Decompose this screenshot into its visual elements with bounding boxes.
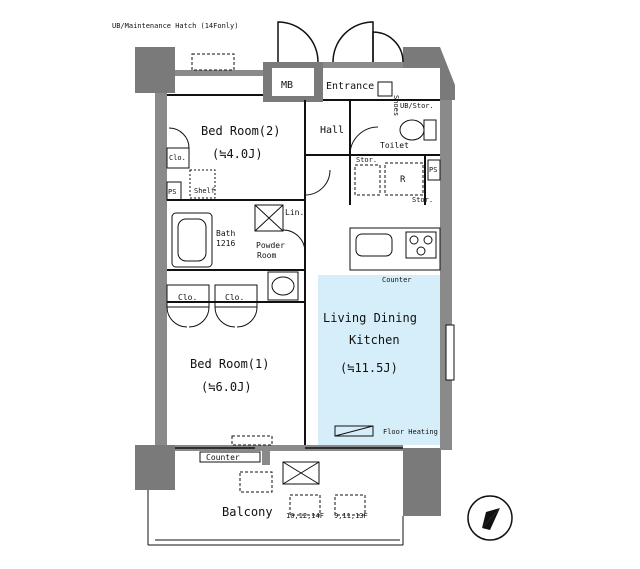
stove xyxy=(405,231,437,259)
window-bedroom2 xyxy=(191,53,235,71)
bedroom1-size: (≒6.0J) xyxy=(201,380,252,394)
stor-lower-label: Stor. xyxy=(412,196,433,204)
shelf-label: Shelf xyxy=(194,187,215,195)
unit-a-label: 10,12,14F xyxy=(286,512,324,520)
ps-left xyxy=(166,181,182,201)
column-top-left xyxy=(135,47,175,93)
toilet-fixture xyxy=(399,119,425,141)
bedroom2-size: (≒4.0J) xyxy=(212,147,263,161)
counter-kitchen-label: Counter xyxy=(382,276,412,284)
stor-upper-label: Stor. xyxy=(356,156,377,164)
column-bottom-left xyxy=(135,445,175,490)
compass xyxy=(467,495,513,541)
floor-heating-marker xyxy=(334,425,374,437)
toilet-label: Toilet xyxy=(380,141,409,150)
shoes-label: Shoes xyxy=(392,95,400,116)
closet-1-label: Clo. xyxy=(178,293,197,302)
mb-label: MB xyxy=(281,80,293,91)
bathtub xyxy=(171,212,213,268)
hall-label: Hall xyxy=(320,125,344,136)
ldk-line2: Kitchen xyxy=(349,333,400,347)
bath-label: Bath xyxy=(216,229,235,238)
balcony-label: Balcony xyxy=(222,505,273,519)
wall-bottom xyxy=(175,445,403,451)
lin-label: Lin. xyxy=(285,208,304,217)
interior-walls xyxy=(167,94,440,445)
bedroom1-name: Bed Room(1) xyxy=(190,357,269,371)
ub-stor-label: UB/Stor. xyxy=(400,102,434,110)
r-label: R xyxy=(400,175,406,185)
closet-2-label: Clo. xyxy=(225,293,244,302)
entrance-door-swings xyxy=(277,21,404,63)
balcony-outline xyxy=(147,490,404,546)
closet-1 xyxy=(166,284,210,308)
wall-left xyxy=(155,93,167,445)
hatch-a xyxy=(289,494,321,516)
ldk-size: (≒11.5J) xyxy=(340,361,398,375)
maintenance-label: UB/Maintenance Hatch (14Fonly) xyxy=(112,22,238,30)
floor-heating-label: Floor Heating xyxy=(383,428,438,436)
ps-right-label: PS xyxy=(429,166,437,174)
closet-bedroom2 xyxy=(166,147,190,169)
ldk-line1: Living Dining xyxy=(323,311,417,325)
wall-top xyxy=(175,70,263,76)
column-bottom-right xyxy=(403,448,441,516)
closet-left-label: Clo. xyxy=(169,154,186,162)
washer xyxy=(267,271,299,301)
unit-b-label: 9,11,13F xyxy=(334,512,368,520)
powder-label: Powder xyxy=(256,241,285,250)
ldk-floor-area xyxy=(318,275,440,445)
bath-size-label: 1216 xyxy=(216,239,235,248)
powder-sink xyxy=(254,204,284,232)
column-top-right xyxy=(403,47,455,100)
kitchen-sink xyxy=(355,233,393,257)
window-ldk xyxy=(445,324,455,381)
bedroom2-name: Bed Room(2) xyxy=(201,124,280,138)
entrance-label: Entrance xyxy=(326,81,374,92)
ac-unit xyxy=(282,461,320,485)
kitchen-counter xyxy=(349,227,441,271)
powder-room-label: Room xyxy=(257,251,276,260)
hatch-b xyxy=(334,494,366,516)
closet-2 xyxy=(214,284,258,308)
ps-left-label: PS xyxy=(168,188,176,196)
counter-bottom-label: Counter xyxy=(206,453,240,462)
wall-right xyxy=(440,100,452,450)
